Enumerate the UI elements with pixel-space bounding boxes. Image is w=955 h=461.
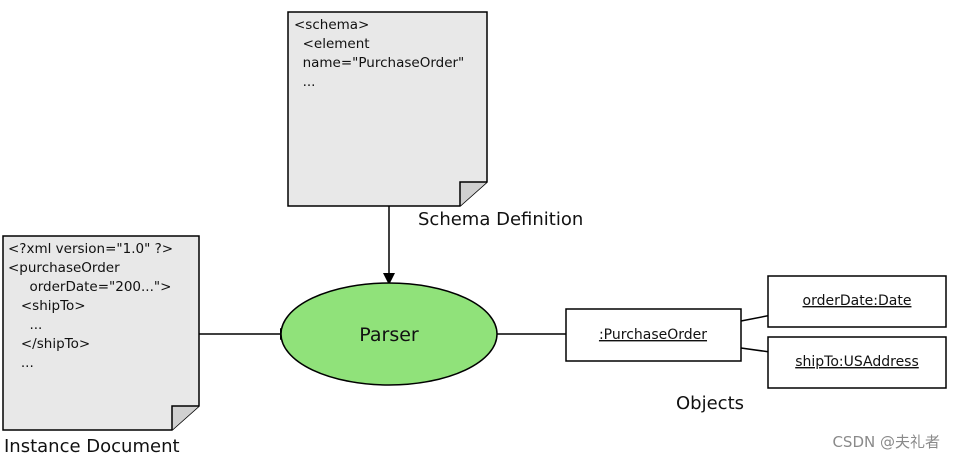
ship-to-object <box>767 336 947 389</box>
instance-line-5: ... <box>8 317 42 333</box>
instance-line-6: </shipTo> <box>8 336 90 352</box>
purchase-order-object <box>565 308 742 362</box>
ship-to-label: shipTo:USAddress <box>795 354 919 370</box>
parser-label: Parser <box>359 324 419 346</box>
order-date-label: orderDate:Date <box>803 293 912 309</box>
schema-document-fold <box>459 181 487 206</box>
purchase-order-label: :PurchaseOrder <box>599 327 707 343</box>
instance-line-3: orderDate="200..."> <box>8 279 171 295</box>
objects-caption: Objects <box>676 393 744 414</box>
schema-line-1: <schema> <box>294 17 369 33</box>
instance-document: <?xml version="1.0" ?> <purchaseOrder or… <box>2 235 200 431</box>
schema-document: <schema> <element name="PurchaseOrder" .… <box>287 11 488 207</box>
instance-line-7: ... <box>8 355 34 371</box>
instance-document-caption: Instance Document <box>4 436 180 457</box>
order-date-object <box>767 275 947 328</box>
instance-document-fold <box>171 405 199 430</box>
schema-line-4: ... <box>294 74 315 90</box>
schema-line-3: name="PurchaseOrder" <box>294 55 464 71</box>
schema-definition-caption: Schema Definition <box>418 209 583 230</box>
instance-line-4: <shipTo> <box>8 298 86 314</box>
instance-line-2: <purchaseOrder <box>8 260 120 276</box>
instance-line-1: <?xml version="1.0" ?> <box>8 241 173 257</box>
watermark-text: CSDN @夫礼者 <box>832 433 940 451</box>
schema-line-2: <element <box>294 36 370 52</box>
